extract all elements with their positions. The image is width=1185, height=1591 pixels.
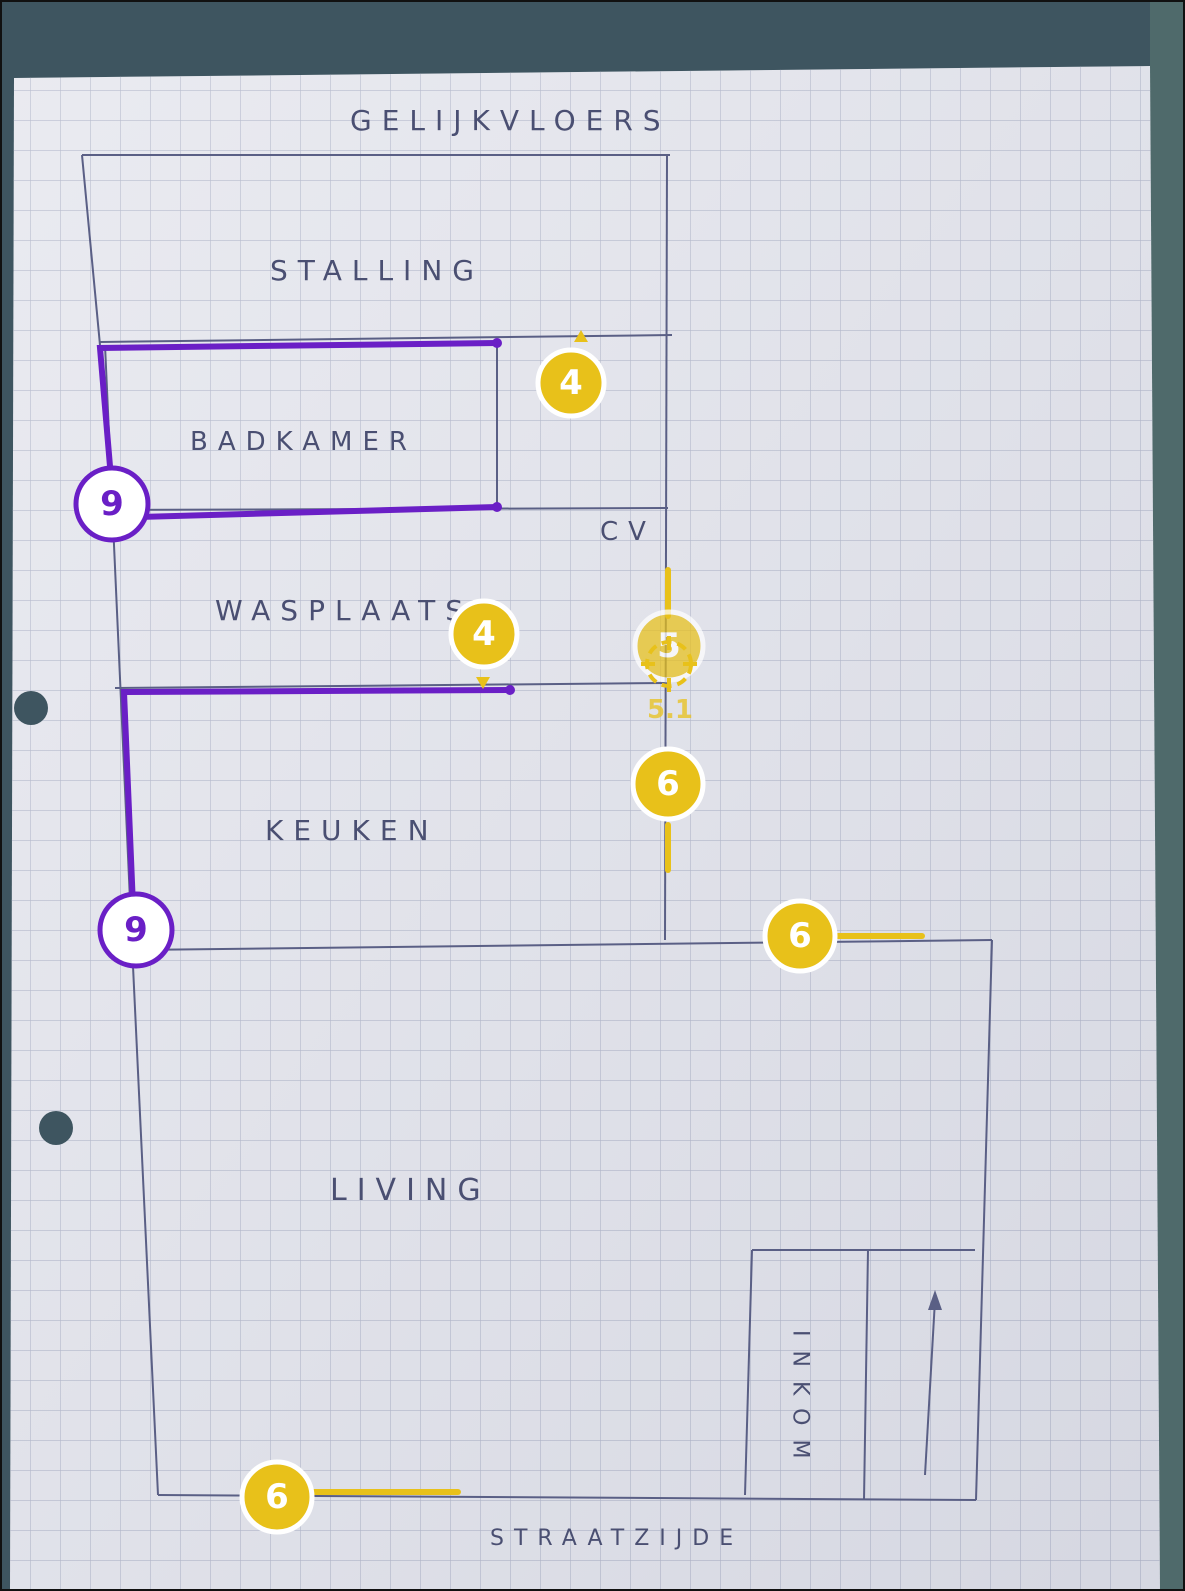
svg-text:4: 4 [559, 363, 583, 403]
marker-9-top[interactable]: 9 [73, 465, 151, 543]
yellow-wall-markings [307, 567, 925, 1495]
marker-4-mid[interactable]: 4 [448, 598, 520, 670]
marker-4-top[interactable]: 4 [535, 347, 607, 419]
svg-text:4: 4 [472, 614, 496, 654]
punch-hole [39, 1111, 73, 1145]
svg-text:6: 6 [788, 916, 812, 956]
room-label-living: LIVING [330, 1173, 491, 1208]
svg-text:9: 9 [100, 484, 124, 524]
svg-text:6: 6 [656, 764, 680, 804]
svg-text:9: 9 [124, 910, 148, 950]
svg-text:6: 6 [265, 1477, 289, 1517]
punch-hole [14, 691, 48, 725]
room-label-cv: CV [600, 517, 656, 547]
room-label-keuken: KEUKEN [265, 814, 439, 847]
direction-arrow [928, 1290, 942, 1310]
marker-6-wall[interactable]: 6 [630, 746, 706, 822]
street-side-label: STRAATZIJDE [490, 1526, 743, 1551]
marker-6-right[interactable]: 6 [762, 898, 838, 974]
room-label-stalling: STALLING [270, 254, 484, 287]
room-label-inkom: INKOM [788, 1330, 813, 1472]
marker-9-bottom[interactable]: 9 [97, 891, 175, 969]
room-label-badkamer: BADKAMER [190, 427, 417, 457]
room-label-wasplaats: WASPLAATS [215, 594, 473, 627]
floor-title: GELIJKVLOERS [350, 104, 671, 137]
marker-5-1-label: 5.1 [647, 695, 693, 725]
crosshair-target-icon [641, 636, 697, 692]
marker-6-bottom[interactable]: 6 [239, 1459, 315, 1535]
